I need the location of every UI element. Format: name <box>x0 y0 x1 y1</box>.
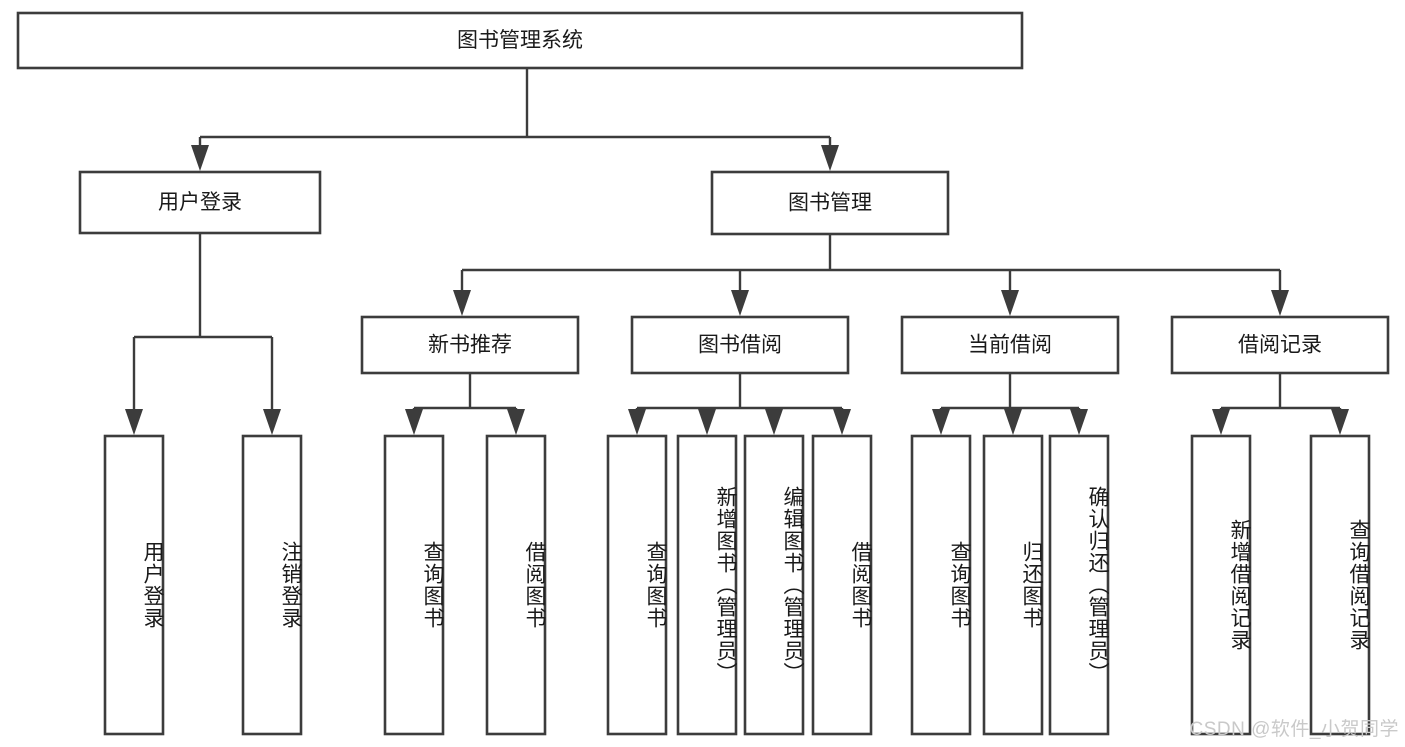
arrow-head-icon <box>932 409 950 435</box>
node-box-book-management <box>710 170 950 236</box>
conn-book-mgmt-to-level2 <box>453 234 1289 316</box>
arrow-head-icon <box>263 409 281 435</box>
node-label-user-login: 用户登录 <box>158 191 242 214</box>
node-box-leaf-query-book-borrow <box>606 434 668 736</box>
arrow-head-icon <box>1331 409 1349 435</box>
node-label-new-book-recommend: 新书推荐 <box>428 334 512 357</box>
node-box-leaf-return-book <box>982 434 1044 736</box>
node-box-leaf-edit-book-admin <box>743 434 805 736</box>
node-box-borrow-record <box>1170 315 1390 375</box>
arrow-head-icon <box>191 145 209 171</box>
arrow-head-icon <box>765 409 783 435</box>
node-label-book-borrow: 图书借阅 <box>698 334 782 357</box>
conn-recommend-to-leaves <box>405 373 525 435</box>
conn-record-to-leaves <box>1212 373 1349 435</box>
node-label-root: 图书管理系统 <box>457 29 583 52</box>
arrow-head-icon <box>1004 409 1022 435</box>
arrow-head-icon <box>833 409 851 435</box>
node-box-leaf-add-borrow-record <box>1190 434 1252 736</box>
arrow-head-icon <box>1001 290 1019 316</box>
node-box-leaf-user-login <box>103 434 165 736</box>
node-box-leaf-query-borrow-record <box>1309 434 1371 736</box>
node-box-user-login <box>78 170 322 235</box>
conn-borrow-to-leaves <box>628 373 851 435</box>
node-label-current-borrow: 当前借阅 <box>968 334 1052 357</box>
conn-current-to-leaves <box>932 373 1088 435</box>
arrow-head-icon <box>1271 290 1289 316</box>
arrow-head-icon <box>821 145 839 171</box>
node-box-book-borrow <box>630 315 850 375</box>
arrow-head-icon <box>1070 409 1088 435</box>
conn-root-to-level1 <box>191 68 839 171</box>
node-box-root <box>16 11 1024 70</box>
arrow-head-icon <box>731 290 749 316</box>
node-box-leaf-borrow-book-recommend <box>485 434 547 736</box>
conn-user-login-to-leaves <box>125 233 281 435</box>
connector-layer <box>125 68 1349 435</box>
arrow-head-icon <box>507 409 525 435</box>
node-box-leaf-borrow-book <box>811 434 873 736</box>
arrow-head-icon <box>698 409 716 435</box>
node-box-leaf-query-book-recommend <box>383 434 445 736</box>
arrow-head-icon <box>453 290 471 316</box>
node-box-new-book-recommend <box>360 315 580 375</box>
node-box-leaf-add-book-admin <box>676 434 738 736</box>
arrow-head-icon <box>125 409 143 435</box>
node-box-layer <box>16 11 1390 736</box>
arrow-head-icon <box>405 409 423 435</box>
arrow-head-icon <box>628 409 646 435</box>
arrow-head-icon <box>1212 409 1230 435</box>
csdn-watermark: CSDN @软件_小贺同学 <box>1189 719 1399 740</box>
node-box-leaf-confirm-return-admin <box>1048 434 1110 736</box>
node-box-leaf-logout <box>241 434 303 736</box>
node-label-book-management: 图书管理 <box>788 192 872 215</box>
node-box-leaf-query-book-current <box>910 434 972 736</box>
node-label-borrow-record: 借阅记录 <box>1238 334 1322 357</box>
node-box-current-borrow <box>900 315 1120 375</box>
